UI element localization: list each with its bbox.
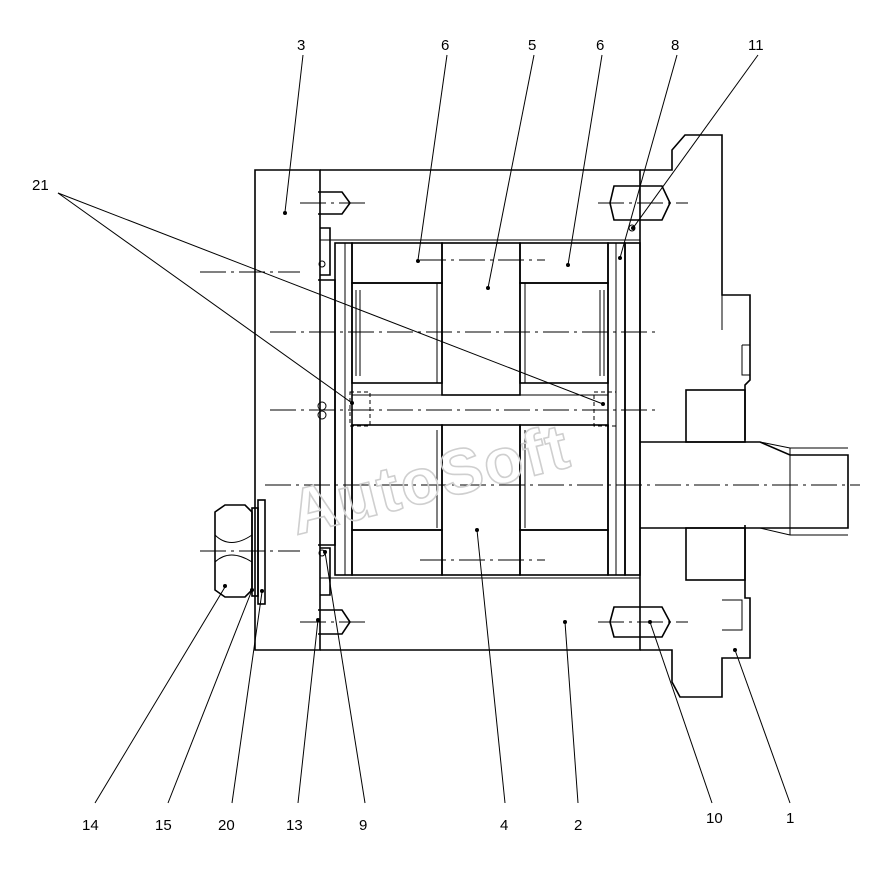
callout-1: 1 [786,810,794,827]
callout-labels: 1 2 3 4 5 6 6 8 9 10 11 13 14 15 20 21 [32,37,794,834]
drive-shaft [640,441,849,529]
callout-6: 6 [596,37,604,54]
callout-6: 6 [441,37,449,54]
callout-4: 4 [500,817,508,834]
callout-8: 8 [671,37,679,54]
callout-2: 2 [574,817,582,834]
callout-21: 21 [32,177,49,194]
callout-3: 3 [297,37,305,54]
callout-15: 15 [155,817,172,834]
callout-13: 13 [286,817,303,834]
callout-11: 11 [748,37,764,54]
leader-lines [57,54,791,804]
drive-gear-upper [441,242,521,396]
front-flange-outline [640,134,751,698]
callout-10: 10 [706,810,723,827]
watermark-text: AutoSoft [282,409,577,548]
callout-20: 20 [218,817,235,834]
callout-14: 14 [82,817,99,834]
callout-5: 5 [528,37,536,54]
callout-9: 9 [359,817,367,834]
